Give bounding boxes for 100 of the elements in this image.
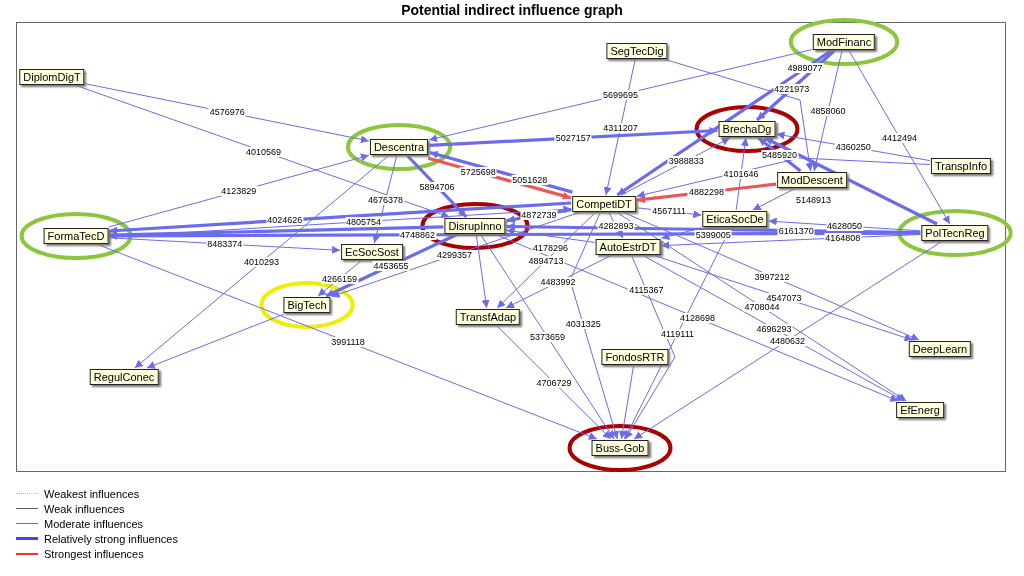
node-box: DisrupInno xyxy=(444,218,506,234)
arrow xyxy=(812,50,843,172)
node-box: ModFinanc xyxy=(812,34,876,50)
edge-label: 5894706 xyxy=(418,181,456,192)
arrow xyxy=(331,212,578,298)
node-box: CompetiDT xyxy=(572,196,636,212)
edge-label: 5148913 xyxy=(795,194,832,205)
edge-label: 4894713 xyxy=(527,255,565,266)
arrow xyxy=(624,255,676,440)
edge-label: 4101646 xyxy=(722,169,760,179)
arrow xyxy=(429,126,718,147)
edge-label: 4628050 xyxy=(826,220,864,231)
legend-text: Weak influences xyxy=(44,502,125,515)
edge-label: 4115367 xyxy=(628,285,665,296)
edge-label: 3991118 xyxy=(330,337,366,347)
diagram-title: Potential indirect influence graph xyxy=(400,2,624,18)
edge-label: 4311207 xyxy=(602,122,639,133)
edge-label: 5725698 xyxy=(459,167,497,178)
node-box: DeepLearn xyxy=(908,341,972,357)
arrow xyxy=(569,212,619,440)
arrow xyxy=(617,212,907,402)
edge-label: 4024626 xyxy=(266,215,304,226)
node-box: TransfAdap xyxy=(455,309,521,325)
arrow xyxy=(506,227,596,243)
edge-label: 4010569 xyxy=(245,146,282,157)
arrow xyxy=(636,157,931,199)
edge-label: 4872739 xyxy=(520,210,558,221)
edge-label: 4989077 xyxy=(786,63,824,74)
node-box: EfEnerg xyxy=(896,402,944,418)
arrow xyxy=(643,255,905,402)
edge-label: 4480632 xyxy=(769,335,806,346)
edge-label: 4119111 xyxy=(660,328,695,339)
node-box: ModDescent xyxy=(777,172,847,188)
node-box: SegTecDig xyxy=(606,43,668,59)
node-box: FormaTecD xyxy=(43,228,109,244)
node-box: BigTech xyxy=(283,297,331,313)
edge-label: 8483374 xyxy=(206,239,244,250)
node-box: Buss-Gob xyxy=(591,440,649,456)
edge-label: 4031325 xyxy=(564,319,602,330)
edge-label: 4708044 xyxy=(743,302,781,312)
arrow xyxy=(428,49,813,142)
arrow xyxy=(325,233,457,298)
legend-text: Relatively strong influences xyxy=(44,532,178,545)
arrow xyxy=(496,325,612,440)
edge-label: 5485920 xyxy=(761,149,798,160)
edge-label: 6161370 xyxy=(777,225,815,236)
edge-label: 4805754 xyxy=(345,216,383,227)
edge-label: 4412494 xyxy=(881,132,918,143)
edge-label: 5027157 xyxy=(554,132,592,143)
arrow xyxy=(848,50,951,225)
edge-label: 4576976 xyxy=(208,107,246,118)
arrow xyxy=(603,59,636,196)
arrow xyxy=(77,85,450,219)
node-box: Descentra xyxy=(369,139,429,155)
node-box: EcSocSost xyxy=(341,244,403,260)
node-box: BrechaDg xyxy=(718,121,776,137)
edge-label: 4178296 xyxy=(532,243,570,254)
edge-label: 4696293 xyxy=(755,323,793,334)
arrow xyxy=(618,365,634,440)
edge-label: 4567111 xyxy=(651,206,687,217)
edge-label: 4882298 xyxy=(687,187,725,198)
edge-label: 4453655 xyxy=(372,260,410,271)
legend-text: Strongest influences xyxy=(44,547,144,560)
edge-label: 4010293 xyxy=(243,257,280,267)
node-box: TranspInfo xyxy=(930,158,992,174)
legend-text: Weakest influences xyxy=(44,487,140,500)
node-box: PolTecnReg xyxy=(921,225,989,241)
arrow xyxy=(633,241,942,440)
edge-label: 5051628 xyxy=(511,175,549,186)
arrow xyxy=(98,244,598,440)
arrow xyxy=(475,234,490,309)
edge-label: 4128698 xyxy=(679,313,716,323)
edge-label: 5699695 xyxy=(601,89,639,100)
edge-label: 4748862 xyxy=(399,229,437,240)
arrow xyxy=(496,234,899,402)
edge-label: 5373659 xyxy=(529,332,566,342)
edge-label: 4858060 xyxy=(809,106,847,116)
arrow xyxy=(752,188,795,211)
arrow xyxy=(146,313,285,369)
arrow xyxy=(406,154,468,219)
edge-label: 4266159 xyxy=(321,273,358,284)
edge-label: 4299357 xyxy=(436,249,474,260)
edge-label: 4123829 xyxy=(220,186,258,197)
arrow xyxy=(660,227,702,241)
node-box: DiplomDigT xyxy=(19,69,85,85)
arrow xyxy=(480,234,615,440)
edge-label: 5399005 xyxy=(694,230,732,241)
edge-label: 4164808 xyxy=(824,232,862,243)
node-box: EticaSocDe xyxy=(702,211,768,227)
edge-label: 4547073 xyxy=(765,293,803,303)
arrow xyxy=(624,212,920,341)
edge-label: 4221973 xyxy=(773,83,811,94)
edge-label: 3997212 xyxy=(753,271,791,282)
node-box: RegulConec xyxy=(89,369,159,385)
edge-label: 4282893 xyxy=(597,220,635,231)
node-box: FondosRTR xyxy=(601,349,669,365)
arrow xyxy=(764,136,938,226)
node-box: AutoEstrDT xyxy=(595,239,661,255)
arrow xyxy=(616,49,832,197)
edge-label: 4676378 xyxy=(367,194,404,205)
